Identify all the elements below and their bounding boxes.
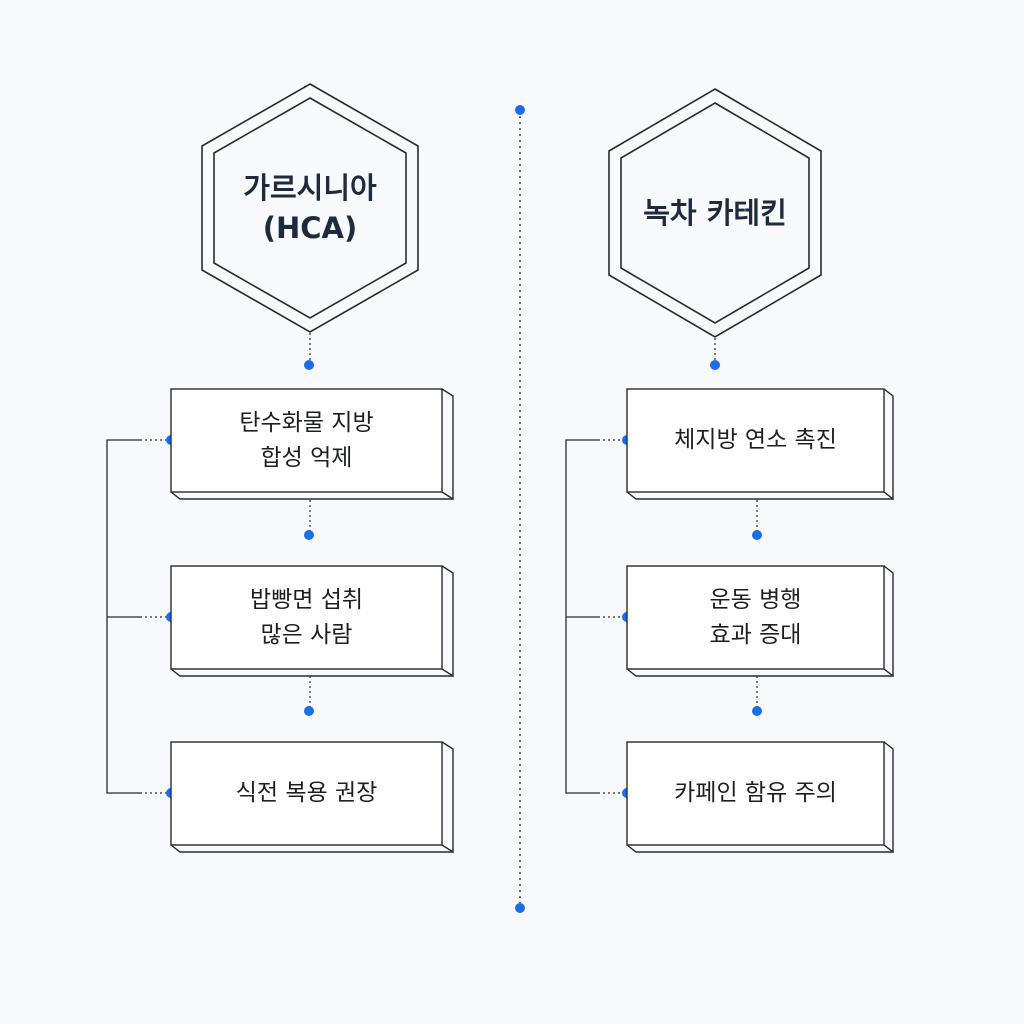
left-dot-2 bbox=[304, 530, 314, 540]
right-bracket bbox=[565, 439, 598, 794]
right-connectors bbox=[714, 338, 758, 711]
left-box-1-label: 탄수화물 지방 합성 억제 bbox=[239, 409, 374, 471]
left-dot-1 bbox=[304, 360, 314, 370]
right-dot-1 bbox=[710, 360, 720, 370]
right-hexagon bbox=[608, 88, 822, 338]
left-box-2-label: 밥빵면 섭취 많은 사람 bbox=[249, 586, 364, 648]
right-dot-3 bbox=[752, 706, 762, 716]
left-dot-3 bbox=[304, 706, 314, 716]
right-box-2-shape bbox=[626, 565, 894, 678]
right-box-1-shape bbox=[626, 388, 894, 501]
right-box-3-shape bbox=[626, 741, 894, 854]
left-bracket-dashes bbox=[140, 439, 171, 794]
left-box-3-label: 식전 복용 권장 bbox=[235, 780, 378, 806]
right-hexagon-title: 녹차 카테킨 bbox=[643, 196, 787, 230]
right-dot-2 bbox=[752, 530, 762, 540]
left-hexagon bbox=[201, 83, 419, 333]
right-box-1-label: 체지방 연소 촉진 bbox=[674, 427, 837, 453]
left-hexagon-title: 가르시니아 (HCA) bbox=[243, 171, 377, 245]
left-box-2-shape bbox=[170, 565, 454, 678]
left-bracket bbox=[106, 439, 140, 794]
right-box-3-label: 카페인 함유 주의 bbox=[674, 780, 837, 806]
left-box-1-shape bbox=[170, 388, 454, 501]
divider-bottom-dot bbox=[515, 903, 525, 913]
divider-top-dot bbox=[515, 105, 525, 115]
right-box-2-label: 운동 병행 효과 증대 bbox=[709, 586, 802, 648]
left-box-3-shape bbox=[170, 741, 454, 854]
